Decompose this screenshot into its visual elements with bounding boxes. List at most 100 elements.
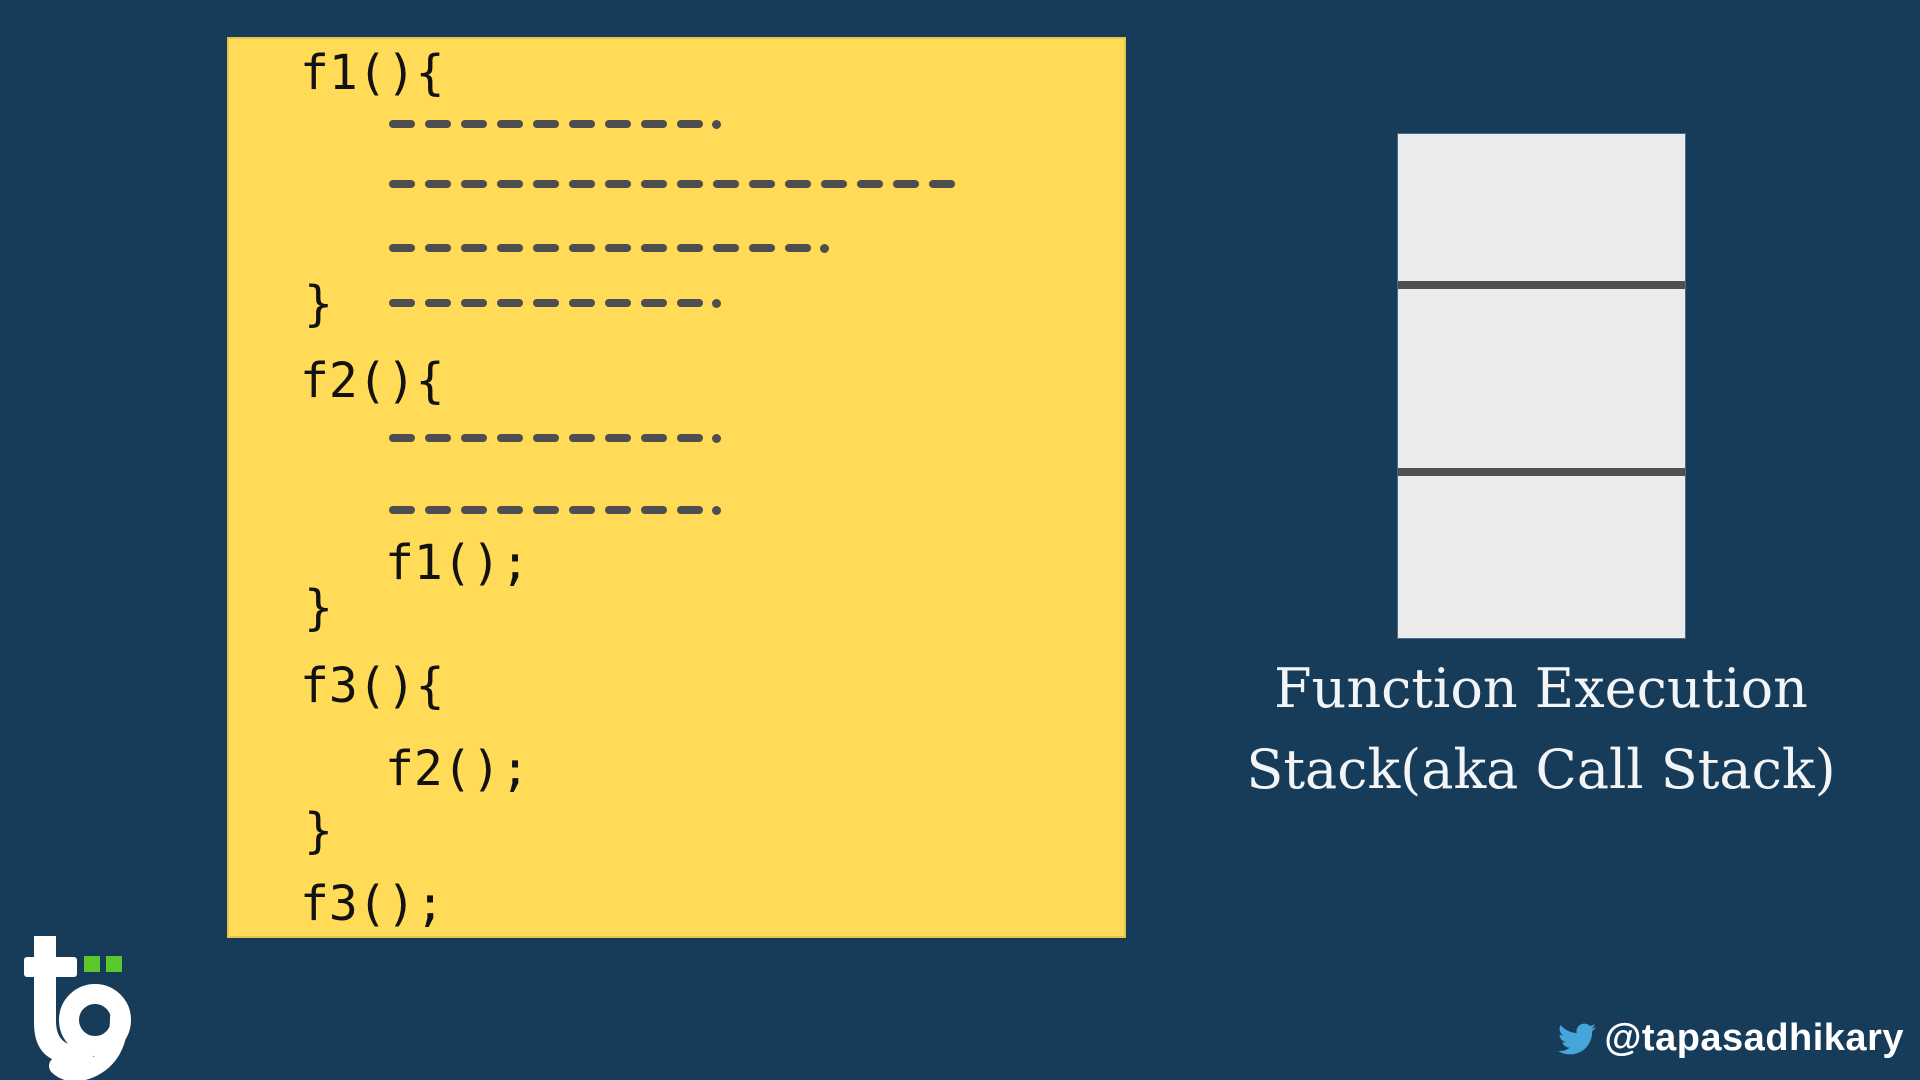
code-dash	[677, 299, 703, 307]
code-line: f1(){	[300, 45, 445, 101]
code-dash	[569, 506, 595, 514]
twitter-handle: @tapasadhikary	[1604, 1017, 1904, 1059]
code-dash	[641, 180, 667, 188]
code-dash	[785, 180, 811, 188]
code-dash	[641, 506, 667, 514]
code-dash	[605, 180, 631, 188]
code-dash	[605, 434, 631, 442]
code-dash-end-dot	[712, 119, 721, 129]
code-dash	[641, 434, 667, 442]
twitter-bird-icon	[1558, 1023, 1597, 1054]
code-dash	[857, 180, 883, 188]
stack-divider	[1398, 281, 1685, 289]
code-brace-dashes-row: }	[304, 276, 904, 346]
code-line: }	[304, 276, 333, 332]
code-dash	[425, 244, 451, 252]
code-dash	[785, 244, 811, 252]
code-dash	[533, 506, 559, 514]
code-dash	[497, 299, 523, 307]
code-dash	[929, 180, 955, 188]
code-dash	[461, 299, 487, 307]
code-dash	[569, 180, 595, 188]
code-dash	[893, 180, 919, 188]
code-dash	[533, 299, 559, 307]
code-line: f3(){	[300, 658, 445, 714]
stack-frame-middle	[1398, 289, 1685, 468]
logo-green-square	[106, 956, 122, 972]
code-dashes-row	[389, 505, 721, 515]
code-dash	[389, 180, 415, 188]
code-dash-end-dot	[712, 433, 721, 443]
code-dash	[497, 120, 523, 128]
code-dash-end-dot	[820, 243, 829, 253]
code-dash	[389, 120, 415, 128]
code-dash	[605, 506, 631, 514]
code-dash-end-dot	[712, 505, 721, 515]
code-dash	[389, 244, 415, 252]
code-dash	[425, 434, 451, 442]
code-dash	[497, 506, 523, 514]
code-dash	[497, 180, 523, 188]
code-dash	[641, 244, 667, 252]
code-dash	[605, 299, 631, 307]
code-line: f3();	[300, 876, 445, 932]
code-dashes-row	[389, 433, 721, 443]
code-dash	[389, 506, 415, 514]
code-dash	[569, 120, 595, 128]
code-dash	[497, 434, 523, 442]
code-line: f1();	[385, 535, 530, 591]
code-dash	[461, 434, 487, 442]
code-dash	[425, 506, 451, 514]
code-line: }	[304, 803, 333, 859]
code-dash	[713, 244, 739, 252]
code-dash	[533, 180, 559, 188]
code-dash	[533, 244, 559, 252]
code-dash	[677, 180, 703, 188]
code-dash	[821, 180, 847, 188]
code-dash	[605, 244, 631, 252]
stack-frame-bottom	[1398, 476, 1685, 638]
stack-caption-line2: Stack(aka Call Stack)	[1246, 738, 1836, 801]
stack-caption-line1: Function Execution	[1274, 657, 1808, 720]
stack-divider	[1398, 468, 1685, 476]
code-dash	[461, 180, 487, 188]
code-dash	[749, 244, 775, 252]
code-line: f2();	[385, 741, 530, 797]
code-dash	[569, 244, 595, 252]
code-dash	[641, 120, 667, 128]
code-dashes-row	[389, 119, 721, 129]
code-dash	[461, 120, 487, 128]
code-dash	[425, 299, 451, 307]
code-dash	[713, 180, 739, 188]
code-line: }	[304, 580, 333, 636]
twitter-credit: @tapasadhikary	[1555, 1017, 1904, 1060]
tapas-adhikary-logo	[18, 928, 146, 1080]
logo-green-square	[84, 956, 100, 972]
code-dash	[605, 120, 631, 128]
code-dash	[461, 506, 487, 514]
code-dash	[425, 120, 451, 128]
code-dash	[569, 299, 595, 307]
code-dash	[569, 434, 595, 442]
code-dash	[389, 434, 415, 442]
code-dashes-row	[389, 243, 829, 253]
stack-caption: Function Execution Stack(aka Call Stack)	[1191, 648, 1891, 810]
code-dash	[425, 180, 451, 188]
code-dash	[389, 299, 415, 307]
stack-frame-top	[1398, 134, 1685, 281]
code-dash	[677, 244, 703, 252]
code-dashes-row	[389, 179, 955, 189]
code-dash	[461, 244, 487, 252]
code-note-panel: f1(){} f2(){ f1();} f3(){ f2();} f3();	[227, 37, 1126, 938]
code-dash-end-dot	[712, 298, 721, 308]
code-line: f2(){	[300, 353, 445, 409]
code-dash	[677, 434, 703, 442]
code-dash	[533, 434, 559, 442]
code-dash	[641, 299, 667, 307]
code-dash	[533, 120, 559, 128]
code-dash	[677, 506, 703, 514]
code-dash	[497, 244, 523, 252]
call-stack-diagram	[1397, 133, 1686, 639]
code-dash	[677, 120, 703, 128]
